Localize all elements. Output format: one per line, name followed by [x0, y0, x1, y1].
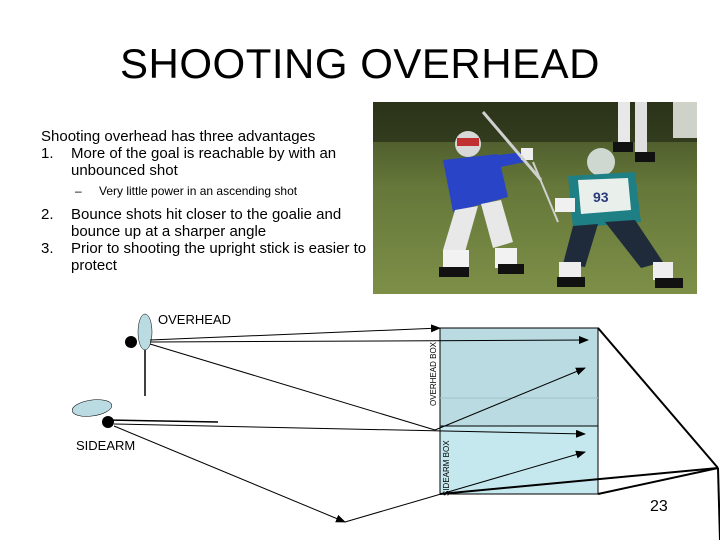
overhead-ball: [125, 336, 137, 348]
bullet-item-1: 1. More of the goal is reachable by with…: [41, 145, 371, 179]
overhead-shot-bounce: [149, 343, 436, 431]
sidearm-stick-shaft: [105, 419, 219, 423]
bullet-list: Shooting overhead has three advantages 1…: [41, 128, 371, 274]
overhead-shot-line: [149, 324, 441, 341]
overhead-shot-rebound: [434, 367, 586, 431]
sidearm-label: SIDEARM: [76, 438, 136, 453]
overhead-shot-line: [149, 336, 589, 345]
blue-player: [439, 131, 533, 277]
bullet-number: 3.: [41, 240, 54, 257]
bullet-intro: Shooting overhead has three advantages: [41, 128, 316, 145]
bullet-item-2: 2. Bounce shots hit closer to the goalie…: [41, 206, 371, 240]
sidearm-shot-rebound: [344, 450, 586, 523]
lacrosse-photo-illustration: 93: [373, 102, 697, 294]
sidearm-shot-line: [113, 423, 586, 438]
shot-diagram-svg: OVERHEAD BOX SIDEARM BOX: [71, 313, 720, 541]
sidearm-box-label: SIDEARM BOX: [442, 440, 451, 496]
sidearm-shot-bounce: [113, 425, 346, 523]
overhead-stick-head: [137, 313, 153, 351]
bullet-text: More of the goal is reachable by with an…: [71, 145, 337, 179]
slide-title: SHOOTING OVERHEAD: [120, 40, 600, 87]
white-player: 93: [555, 148, 683, 288]
perspective-line: [597, 327, 719, 469]
sub-bullet-dash: –: [75, 184, 82, 198]
bullet-text: Prior to shooting the upright stick is e…: [71, 240, 367, 274]
overhead-label: OVERHEAD: [158, 312, 231, 327]
sidearm-stick-head: [71, 399, 113, 417]
sidearm-box: [439, 425, 599, 495]
sub-bullet-text: Very little power in an ascending shot: [99, 184, 298, 198]
perspective-line: [597, 467, 719, 495]
perspective-line: [439, 467, 719, 495]
overhead-box-label: OVERHEAD BOX: [429, 341, 438, 406]
page-number: 23: [650, 498, 668, 515]
bullet-number: 1.: [41, 145, 54, 162]
overhead-box: [439, 327, 599, 427]
lacrosse-photo: 93: [373, 102, 697, 294]
shooting-diagram: OVERHEAD BOX SIDEARM BOX OVERHEAD SIDEAR…: [0, 300, 720, 541]
sub-bullet: – Very little power in an ascending shot: [41, 183, 371, 200]
bullet-text: Bounce shots hit closer to the goalie an…: [71, 206, 342, 240]
bullet-item-3: 3. Prior to shooting the upright stick i…: [41, 240, 371, 274]
sidearm-ball: [102, 416, 114, 428]
jersey-number: 93: [593, 189, 609, 205]
bullet-number: 2.: [41, 206, 54, 223]
